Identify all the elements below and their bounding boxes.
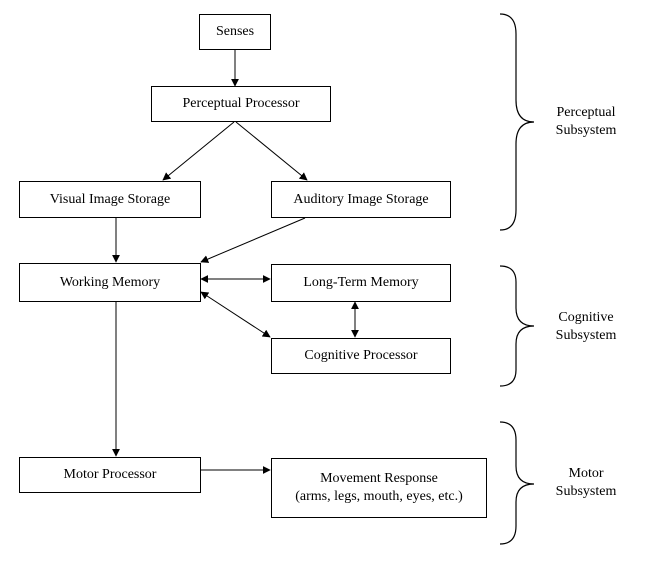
- movement-response-box: Movement Response (arms, legs, mouth, ey…: [271, 458, 487, 518]
- perceptual-processor-label: Perceptual Processor: [182, 96, 300, 111]
- cognitive-subsystem-label: Cognitive Subsystem: [540, 309, 632, 345]
- arrow-working-cognitive: [200, 291, 271, 338]
- working-memory-label: Working Memory: [59, 274, 161, 290]
- cognitive-subsystem-line1: Cognitive: [558, 310, 614, 325]
- visual-image-storage-box: Visual Image Storage: [19, 181, 201, 218]
- cognitive-processor-box: Cognitive Processor: [271, 338, 451, 374]
- arrow-perceptual-to-visual: [162, 121, 235, 181]
- motor-subsystem-line2: Subsystem: [555, 484, 617, 499]
- senses-box: Senses: [199, 14, 271, 50]
- auditory-image-storage-box: Auditory Image Storage: [271, 181, 451, 218]
- long-term-memory-label: Long-Term Memory: [303, 275, 419, 290]
- senses-label: Senses: [215, 24, 255, 39]
- visual-image-storage-label: Visual Image Storage: [49, 191, 171, 207]
- motor-subsystem-brace: [499, 421, 535, 545]
- perceptual-subsystem-line1: Perceptual: [556, 105, 616, 120]
- motor-subsystem-label: Motor Subsystem: [540, 465, 632, 501]
- working-memory-box: Working Memory: [19, 263, 201, 302]
- perceptual-subsystem-line2: Subsystem: [555, 123, 617, 138]
- perceptual-subsystem-label: Perceptual Subsystem: [540, 104, 632, 140]
- auditory-image-storage-label: Auditory Image Storage: [293, 191, 429, 207]
- perceptual-subsystem-brace: [499, 13, 535, 231]
- movement-response-detail: (arms, legs, mouth, eyes, etc.): [295, 489, 463, 504]
- cognitive-subsystem-brace: [499, 265, 535, 387]
- perceptual-processor-box: Perceptual Processor: [151, 86, 331, 122]
- motor-subsystem-line1: Motor: [568, 466, 604, 481]
- arrow-auditory-to-working: [200, 217, 306, 263]
- motor-processor-label: Motor Processor: [63, 467, 157, 482]
- arrow-perceptual-to-auditory: [235, 121, 308, 181]
- cognitive-subsystem-line2: Subsystem: [555, 328, 617, 343]
- motor-processor-box: Motor Processor: [19, 457, 201, 493]
- cognitive-processor-label: Cognitive Processor: [304, 348, 418, 363]
- long-term-memory-box: Long-Term Memory: [271, 264, 451, 302]
- movement-response-label: Movement Response: [320, 471, 438, 486]
